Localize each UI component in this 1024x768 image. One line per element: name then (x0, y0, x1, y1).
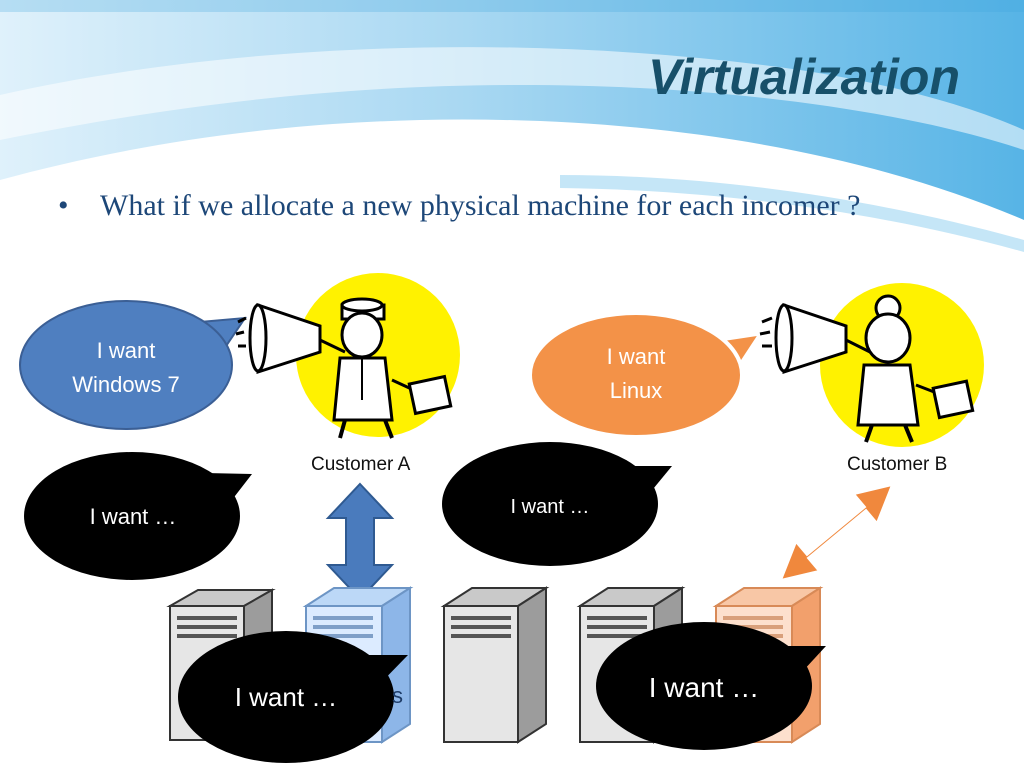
bullet-text: What if we allocate a new physical machi… (100, 189, 861, 222)
partially-hidden-server-label: s (392, 683, 403, 708)
bullet-dot-icon: • (58, 189, 69, 222)
black-speech-bubble-2 (442, 442, 672, 566)
windows-bubble-text: I want Windows 7 (72, 338, 180, 397)
black-bubble-text-4: I want … (648, 672, 760, 703)
server-3 (440, 586, 550, 744)
black-bubble-text-1: I want … (89, 504, 177, 529)
black-bubble-text-3: I want … (234, 682, 338, 712)
linux-speech-bubble (528, 311, 764, 439)
windows-speech-bubble (19, 300, 248, 430)
customer-a-figure (235, 273, 460, 439)
customer-b-label: Customer B (847, 454, 948, 475)
customer-a-double-arrow (325, 482, 395, 601)
black-speech-bubble-4 (596, 622, 826, 750)
black-speech-bubble-3 (178, 631, 408, 763)
black-speech-bubble-1 (24, 452, 252, 580)
customer-b-figure (759, 283, 984, 447)
customer-a-label: Customer A (311, 454, 411, 475)
header-wave-background (0, 0, 1024, 252)
linux-bubble-text: I want Linux (606, 344, 666, 403)
black-bubble-text-2: I want … (510, 496, 590, 518)
slide-title: Virtualization (647, 49, 960, 105)
customer-b-double-arrow (779, 483, 894, 582)
